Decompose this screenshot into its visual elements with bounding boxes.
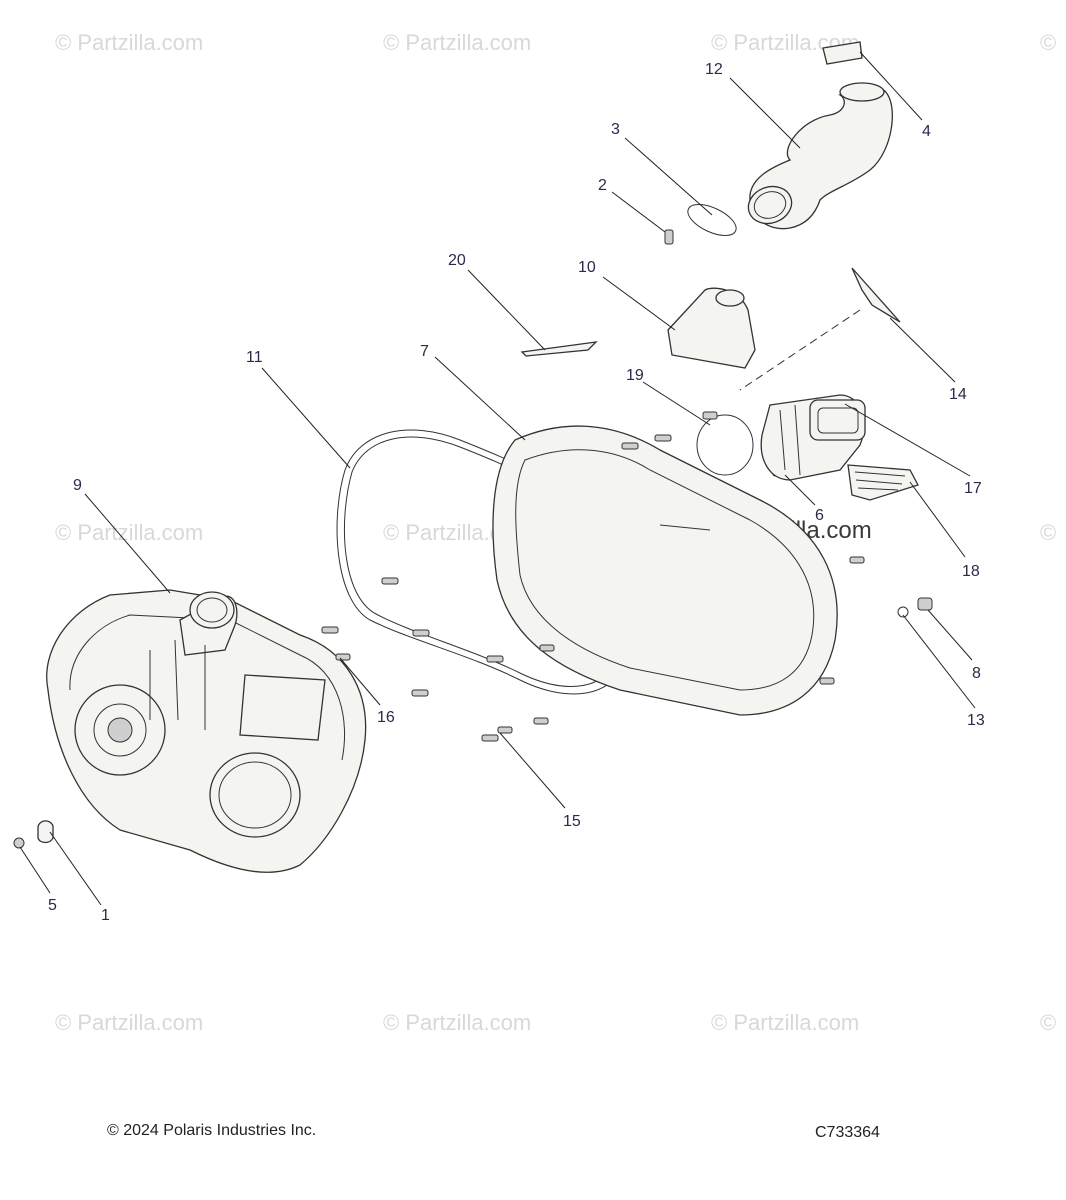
callout-1: 1 [101,907,110,924]
callout-labels: 1 2 3 4 5 6 7 8 9 10 11 12 13 14 15 16 1… [48,61,985,924]
callout-15: 15 [563,813,581,830]
intake-adapter [667,287,756,369]
watermark: © Partzilla.com [383,30,531,55]
callout-17: 17 [964,480,982,497]
exhaust-duct [760,394,866,481]
callout-19: 19 [626,367,644,384]
callout-8: 8 [972,665,981,682]
diagram-code: C733364 [815,1124,880,1141]
callout-10: 10 [578,259,596,276]
outer-clutch-cover [492,425,838,716]
callout-11: 11 [246,349,263,366]
hose-clamp-lower [687,204,737,236]
callout-2: 2 [598,177,607,194]
leader-lines [19,51,976,906]
drain-plug-and-cap [13,820,54,849]
plug-and-oring [897,597,933,618]
watermark: © Partzilla.com [383,1010,531,1035]
watermark: © Partzilla.com [55,30,203,55]
callout-5: 5 [48,897,57,914]
callout-18: 18 [962,563,980,580]
hose-clamp-middle [696,411,754,476]
callout-13: 13 [967,712,985,729]
callout-7: 7 [420,343,429,360]
decal-left [520,341,598,357]
callout-4: 4 [922,123,931,140]
intake-duct [747,82,893,230]
watermark-edge: © [1040,1010,1056,1035]
callout-20: 20 [448,252,466,269]
watermark: © Partzilla.com [55,520,203,545]
copyright-notice: © 2024 Polaris Industries Inc. [107,1122,317,1139]
watermark: © Partzilla.com [55,1010,203,1035]
watermark-edge: © [1040,30,1056,55]
callout-14: 14 [949,386,967,403]
watermark-edge: © [1040,520,1056,545]
callout-6: 6 [815,507,824,524]
heat-shield [847,464,919,501]
callout-9: 9 [73,477,82,494]
callout-12: 12 [705,61,723,78]
callout-16: 16 [377,709,395,726]
callout-3: 3 [611,121,620,138]
watermark: © Partzilla.com [711,1010,859,1035]
hose-clamp-upper [822,41,863,65]
fastener-bolts [321,229,865,742]
inner-clutch-cover [46,589,367,873]
decal-right [739,267,901,391]
